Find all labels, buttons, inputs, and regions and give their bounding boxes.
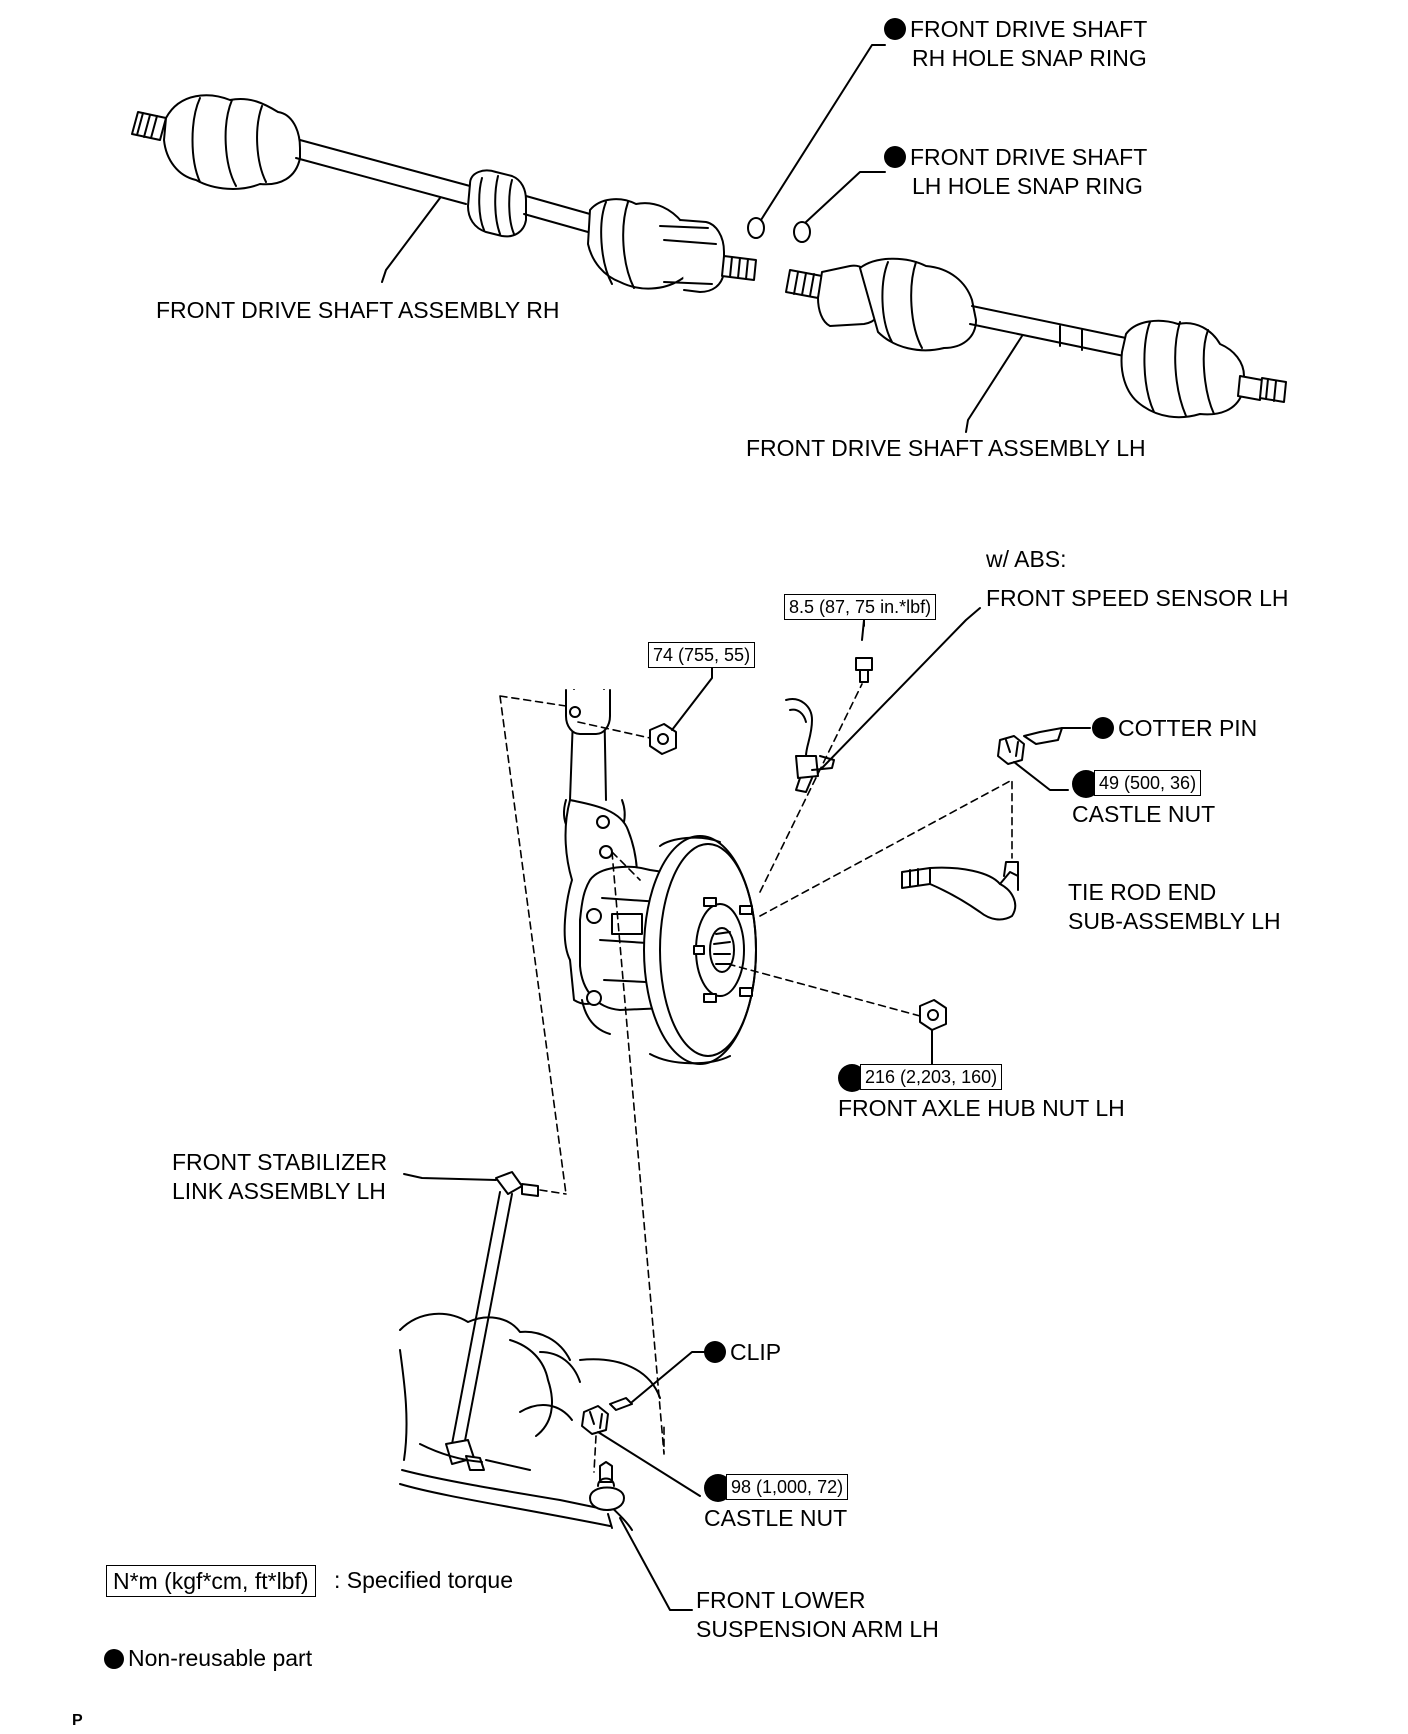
abs-note-label: w/ ABS: (986, 546, 1067, 572)
drive-shaft-lh (785, 257, 1287, 433)
non-reusable-dot-icon (704, 1341, 726, 1363)
alignment-lines (499, 683, 1013, 1473)
drive-shaft-rh (131, 94, 757, 293)
non-reusable-dot-icon (884, 146, 906, 168)
tie-rod-end (901, 861, 1019, 921)
speed-sensor (785, 607, 981, 793)
torque-box-tie-rod-nut: 49 (500, 36) (1094, 770, 1202, 796)
lower-arm-label-line2: SUSPENSION ARM LH (696, 1616, 939, 1642)
brake-disc-hub (643, 835, 757, 1065)
drive-shaft-rh-label: FRONT DRIVE SHAFT ASSEMBLY RH (156, 297, 560, 323)
tie-rod-end-label-line2: SUB-ASSEMBLY LH (1068, 908, 1281, 934)
strut-nut (649, 659, 713, 755)
torque-box-sensor-bolt: 8.5 (87, 75 in.*lbf) (784, 594, 937, 620)
non-reusable-dot-icon (884, 18, 906, 40)
snap-ring-rh-label-line2: RH HOLE SNAP RING (912, 45, 1147, 71)
non-reusable-dot-icon (1092, 717, 1114, 739)
snap-ring-lh-label-line1: FRONT DRIVE SHAFT (884, 143, 1147, 172)
snap-ring-lh (793, 171, 886, 243)
castle-nut-upper (997, 727, 1091, 791)
snap-ring-rh-label-line1: FRONT DRIVE SHAFT (884, 15, 1147, 44)
lower-arm-label-line1: FRONT LOWER (696, 1587, 866, 1613)
castle-nut-lower (581, 1351, 709, 1497)
drive-shaft-lh-label: FRONT DRIVE SHAFT ASSEMBLY LH (746, 435, 1146, 461)
clip-label: CLIP (704, 1338, 781, 1367)
legend-non-reusable: Non-reusable part (104, 1644, 312, 1673)
speed-sensor-label: FRONT SPEED SENSOR LH (986, 585, 1289, 611)
tie-rod-end-label-line1: TIE ROD END (1068, 879, 1217, 905)
torque-box-hub-nut: 216 (2,203, 160) (860, 1064, 1003, 1090)
non-reusable-dot-icon (104, 1649, 124, 1669)
stabilizer-link-label-line2: LINK ASSEMBLY LH (172, 1178, 386, 1204)
snap-ring-rh (747, 44, 886, 239)
hub-nut-label: FRONT AXLE HUB NUT LH (838, 1095, 1125, 1121)
legend-torque-desc: : Specified torque (334, 1567, 514, 1593)
legend-torque-unit: N*m (kgf*cm, ft*lbf) (106, 1565, 316, 1597)
torque-box-ball-joint-nut: 98 (1,000, 72) (726, 1474, 849, 1500)
hub-nut (919, 999, 947, 1065)
corner-mark: P (72, 1712, 83, 1729)
stabilizer-link-label-line1: FRONT STABILIZER (172, 1149, 388, 1175)
castle-nut-lower-label: CASTLE NUT (704, 1505, 848, 1531)
torque-box-strut-nut: 74 (755, 55) (648, 642, 756, 668)
lower-suspension-arm (399, 1312, 693, 1611)
cotter-pin-label: COTTER PIN (1092, 714, 1257, 743)
castle-nut-upper-label: CASTLE NUT (1072, 801, 1216, 827)
stabilizer-link (403, 1171, 539, 1471)
snap-ring-lh-label-line2: LH HOLE SNAP RING (912, 173, 1143, 199)
